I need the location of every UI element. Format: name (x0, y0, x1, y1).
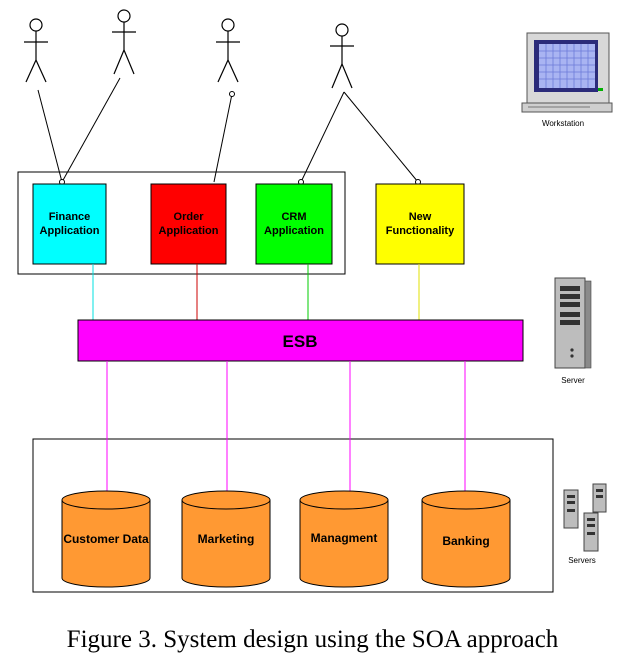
actor-figure (112, 9, 136, 75)
actor-figure (216, 18, 240, 83)
app-label-order-line1: Order (174, 211, 205, 223)
app-label-crm-line1: CRM (281, 211, 306, 223)
database-customer-data (61, 490, 151, 588)
database-banking (421, 490, 511, 588)
app-label-new-line2: Functionality (386, 225, 455, 237)
database-marketing (181, 490, 271, 588)
server-icon (554, 277, 592, 369)
db-label-marketing: Marketing (198, 532, 255, 546)
app-box-finance (32, 183, 107, 265)
esb-label: ESB (283, 332, 318, 351)
applications-frame (17, 171, 346, 275)
esb-bar (77, 319, 524, 362)
esb-db-links (106, 361, 466, 492)
actor-figure (330, 23, 354, 89)
app-box-order (150, 183, 227, 265)
servers-icon (563, 483, 607, 552)
workstation-icon (521, 32, 613, 113)
app-label-finance-line1: Finance (49, 211, 91, 223)
server-label: Server (561, 376, 585, 385)
app-label-new-line1: New (409, 211, 432, 223)
data-frame (32, 438, 554, 593)
db-label-customer-data: Customer Data (63, 532, 149, 546)
app-label-finance-line2: Application (40, 225, 100, 237)
db-label-banking: Banking (442, 534, 489, 548)
app-box-new-functionality (375, 183, 465, 265)
db-label-managment: Managment (311, 531, 378, 545)
database-managment (299, 490, 389, 588)
actor-links (37, 77, 419, 183)
figure-caption: Figure 3. System design using the SOA ap… (66, 626, 559, 653)
workstation-label: Workstation (542, 119, 584, 128)
actor-link-ends (59, 91, 421, 185)
actor-figure (24, 18, 48, 83)
servers-label: Servers (568, 556, 596, 565)
app-box-crm (255, 183, 333, 265)
app-label-order-line2: Application (159, 225, 219, 237)
app-label-crm-line2: Application (264, 225, 324, 237)
